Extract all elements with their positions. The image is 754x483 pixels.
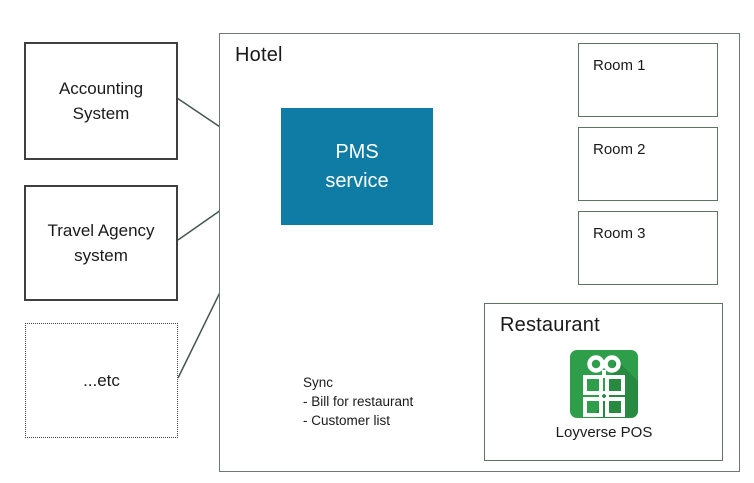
- loyverse-pos-label: Loyverse POS: [555, 424, 653, 441]
- room-box-2: Room 2: [578, 127, 718, 201]
- room-1-label: Room 1: [593, 57, 646, 74]
- room-2-label: Room 2: [593, 141, 646, 158]
- travel-agency-system-box: Travel Agency system: [24, 185, 178, 301]
- gift-icon: [570, 350, 638, 418]
- etc-systems-label: ...etc: [83, 370, 120, 390]
- room-3-label: Room 3: [593, 225, 646, 242]
- sync-note: Sync - Bill for restaurant - Customer li…: [303, 373, 413, 430]
- restaurant-label: Restaurant: [500, 314, 600, 336]
- travel-agency-system-label: Travel Agency system: [47, 220, 155, 266]
- loyverse-pos-icon: [570, 350, 638, 418]
- pms-service-label: PMS service: [325, 140, 389, 192]
- sync-note-item: - Customer list: [303, 413, 391, 428]
- etc-systems-box: ...etc: [25, 323, 178, 438]
- sync-note-item: - Bill for restaurant: [303, 394, 414, 409]
- pms-service-box: PMS service: [281, 108, 433, 225]
- sync-note-title: Sync: [303, 375, 334, 390]
- room-box-3: Room 3: [578, 211, 718, 285]
- room-box-1: Room 1: [578, 43, 718, 117]
- hotel-label: Hotel: [235, 44, 283, 66]
- accounting-system-box: Accounting System: [24, 42, 178, 160]
- accounting-system-label: Accounting System: [58, 78, 144, 124]
